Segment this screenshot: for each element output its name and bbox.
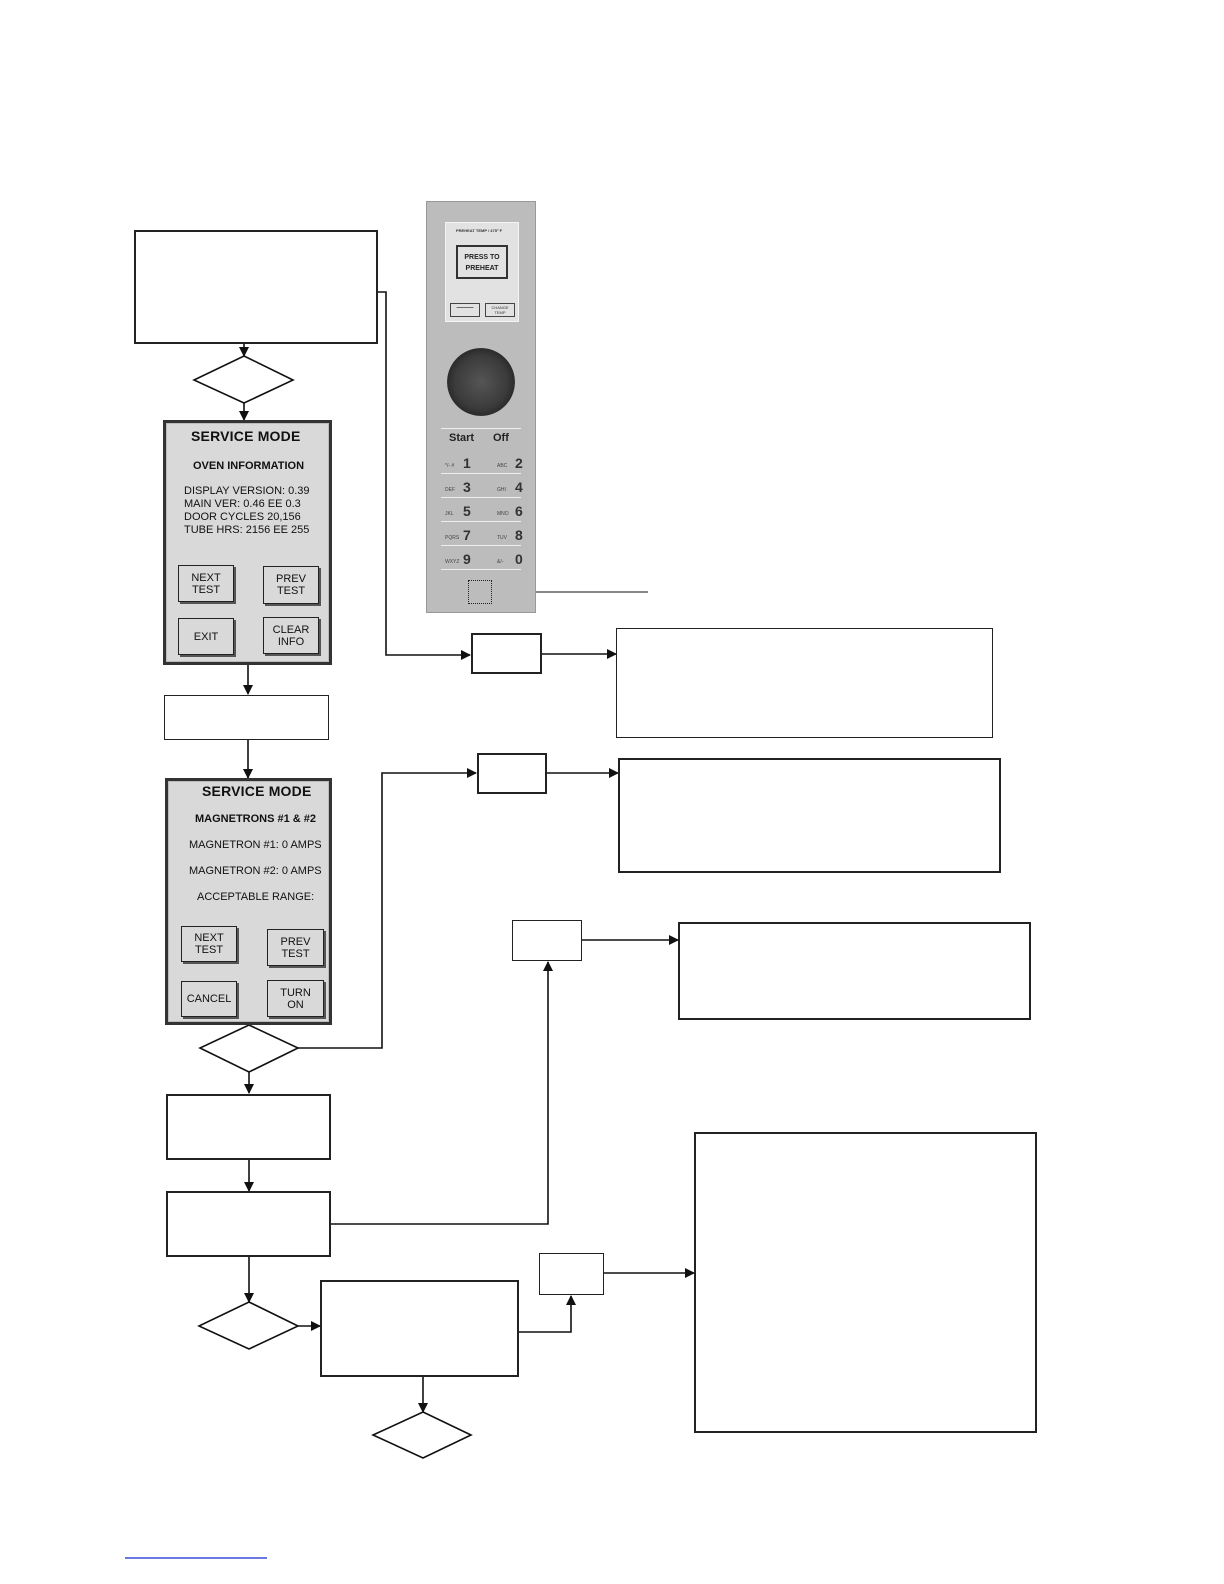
keypad-digit: 8 — [515, 527, 523, 543]
change-temp-button[interactable]: CHANGE TEMP — [485, 303, 515, 317]
decision-diamond-3 — [197, 1301, 300, 1350]
magnetron-2-reading: MAGNETRON #2: 0 AMPS — [189, 865, 322, 877]
note-box-large — [694, 1132, 1037, 1433]
service-screen-title: SERVICE MODE — [202, 783, 312, 799]
small-box-d — [539, 1253, 604, 1295]
keypad-letters: TUV — [497, 535, 507, 541]
oven-control-panel: PREHEAT TEMP / 475° F PRESS TO PREHEAT ━… — [426, 201, 536, 613]
service-screen-magnetrons: SERVICE MODE MAGNETRONS #1 & #2 MAGNETRO… — [165, 778, 332, 1025]
turn-on-button[interactable]: TURN ON — [267, 980, 324, 1017]
keypad-digit: 9 — [463, 551, 471, 567]
start-process-box — [134, 230, 378, 344]
keypad-digit: 6 — [515, 503, 523, 519]
note-box-a — [616, 628, 993, 738]
keypad-letters: &/- — [497, 559, 504, 565]
next-test-button[interactable]: NEXT TEST — [178, 565, 234, 602]
keypad-digit: 0 — [515, 551, 523, 567]
prev-test-button[interactable]: PREV TEST — [267, 929, 324, 966]
step-box-bottom-middle — [320, 1280, 519, 1377]
keypad-key-0[interactable]: &/- 0 — [483, 548, 533, 568]
keypad-digit: 5 — [463, 503, 471, 519]
keypad-letters: PQRS — [445, 535, 460, 541]
note-box-b — [618, 758, 1001, 873]
preheat-temp-label: PREHEAT TEMP / 475° F — [456, 228, 503, 233]
keypad-digit: 2 — [515, 455, 523, 471]
acceptable-range-label: ACCEPTABLE RANGE: — [197, 891, 315, 903]
keypad-key-5[interactable]: JKL 5 — [431, 500, 481, 520]
preheat-section: PREHEAT TEMP / 475° F PRESS TO PREHEAT ━… — [445, 222, 519, 322]
step-box-test-run — [166, 1191, 331, 1257]
keypad-row-divider — [441, 521, 521, 522]
service-screen-title: SERVICE MODE — [191, 428, 301, 444]
keypad-key-3[interactable]: DEF 3 — [431, 476, 481, 496]
keypad-digit: 7 — [463, 527, 471, 543]
keypad-row-divider — [441, 497, 521, 498]
keypad-key-1[interactable]: */- # 1 — [431, 452, 481, 472]
exit-button[interactable]: EXIT — [178, 618, 234, 655]
keypad-digit: 1 — [463, 455, 471, 471]
keypad-row-divider — [441, 473, 521, 474]
keypad-key-2[interactable]: ABC 2 — [483, 452, 533, 472]
keypad-letters: WXYZ — [445, 559, 460, 565]
keypad-letters: MNO — [497, 511, 509, 517]
step-box-after-oven-info — [164, 695, 329, 740]
service-screen-subtitle: MAGNETRONS #1 & #2 — [195, 813, 317, 825]
info-line-tube-hrs: TUBE HRS: 2156 EE 255 — [184, 524, 310, 536]
keypad-row-divider — [441, 545, 521, 546]
keypad-letters: */- # — [445, 463, 455, 469]
prev-test-button[interactable]: PREV TEST — [263, 566, 319, 604]
keypad-letters: DEF — [445, 487, 455, 493]
keypad-letters: ABC — [497, 463, 508, 469]
keypad-row-divider — [441, 569, 521, 570]
press-to-preheat-button[interactable]: PRESS TO PREHEAT — [456, 245, 508, 279]
keypad-key-4[interactable]: GHI 4 — [483, 476, 533, 496]
service-screen-oven-information: SERVICE MODE OVEN INFORMATION DISPLAY VE… — [163, 420, 332, 665]
decision-diamond-2 — [198, 1024, 300, 1073]
info-line-door-cycles: DOOR CYCLES 20,156 — [184, 511, 301, 523]
off-key[interactable]: Off — [493, 432, 509, 444]
keypad-key-8[interactable]: TUV 8 — [483, 524, 533, 544]
decision-diamond-1 — [192, 355, 295, 404]
small-box-a — [471, 633, 542, 674]
start-key[interactable]: Start — [449, 432, 475, 444]
info-line-display-version: DISPLAY VERSION: 0.39 — [184, 485, 310, 497]
note-box-c — [678, 922, 1031, 1020]
selector-knob[interactable] — [447, 348, 515, 416]
small-box-c — [512, 920, 582, 961]
next-test-button[interactable]: NEXT TEST — [181, 926, 237, 962]
info-line-main-ver: MAIN VER: 0.46 EE 0.3 — [184, 498, 301, 510]
panel-divider — [441, 428, 521, 429]
magnetron-1-reading: MAGNETRON #1: 0 AMPS — [189, 839, 322, 851]
decision-diamond-4 — [371, 1411, 473, 1459]
service-screen-subtitle: OVEN INFORMATION — [193, 460, 305, 472]
program-button[interactable]: ━━━━━━━ — [450, 303, 480, 317]
service-hotspot[interactable] — [468, 580, 492, 604]
step-box-after-decision-2 — [166, 1094, 331, 1160]
small-box-b — [477, 753, 547, 794]
keypad-letters: JKL — [445, 511, 454, 517]
keypad-key-6[interactable]: MNO 6 — [483, 500, 533, 520]
cancel-button[interactable]: CANCEL — [181, 981, 237, 1017]
clear-info-button[interactable]: CLEAR INFO — [263, 617, 319, 654]
keypad-digit: 3 — [463, 479, 471, 495]
keypad-letters: GHI — [497, 487, 506, 493]
keypad-digit: 4 — [515, 479, 523, 495]
